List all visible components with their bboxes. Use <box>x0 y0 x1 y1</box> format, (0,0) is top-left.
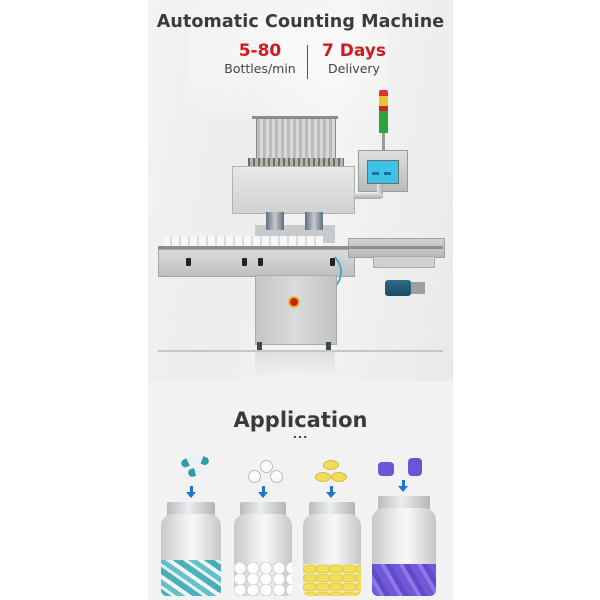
gummy-bear-icon <box>378 462 394 476</box>
hopper-lid <box>256 118 336 163</box>
knob-icon <box>186 258 191 266</box>
machine-foot <box>257 342 262 350</box>
jar-gummies <box>372 456 436 596</box>
application-title: Application <box>233 408 368 432</box>
conveyor-rail <box>158 246 443 249</box>
jar-softgels <box>303 456 361 596</box>
signal-light-green <box>379 111 388 133</box>
tablets-fill <box>234 562 292 596</box>
floor-line <box>158 350 443 352</box>
hopper-lid-rail <box>252 116 338 119</box>
touch-screen <box>367 160 399 184</box>
arrow-down-icon <box>326 492 336 498</box>
background-glow <box>188 0 388 120</box>
jar-lid <box>378 496 430 510</box>
gummies-fill <box>372 564 436 596</box>
motor <box>385 280 411 296</box>
vibration-tray <box>248 158 344 167</box>
signal-light-red <box>379 90 388 96</box>
jar-capsules <box>161 453 221 596</box>
filling-nozzle <box>305 212 323 230</box>
support-pipe <box>353 193 383 199</box>
machine-base <box>255 275 337 345</box>
jar-lid <box>240 502 286 516</box>
arrow-down-icon <box>258 492 268 498</box>
hopper <box>232 166 355 214</box>
tablet-icon <box>248 470 261 483</box>
hero-section: Automatic Counting Machine 5-80 Bottles/… <box>148 0 453 381</box>
softgel-icon <box>331 472 347 482</box>
stat-delivery-label: Delivery <box>328 61 380 76</box>
arrow-down-icon <box>262 486 265 492</box>
stat-speed-value: 5-80 <box>238 41 282 61</box>
jar-body <box>372 508 436 596</box>
jar-tablets <box>234 456 292 596</box>
floor-reflection <box>255 352 335 380</box>
capsule-icon <box>194 453 210 467</box>
screen-button-icon <box>372 172 379 175</box>
tablet-icon <box>270 470 283 483</box>
capsule-icon <box>187 466 203 478</box>
softgels-fill <box>303 564 361 596</box>
tablet-icon <box>260 460 273 473</box>
jar-body <box>234 514 292 596</box>
jar-lid <box>309 502 355 516</box>
bottle-feeder-guide <box>373 256 435 268</box>
gearbox <box>411 282 425 294</box>
emergency-stop-icon <box>290 298 298 306</box>
machine-foot <box>326 342 331 350</box>
product-panel: Automatic Counting Machine 5-80 Bottles/… <box>148 0 453 600</box>
title-dots: ... <box>292 428 309 441</box>
stat-delivery: 7 Days Delivery <box>314 41 394 77</box>
arrow-down-icon <box>186 492 196 498</box>
stat-delivery-value: 7 Days <box>321 41 386 61</box>
application-section: Application ... <box>148 381 453 600</box>
softgel-icon <box>323 460 339 470</box>
filling-nozzle <box>266 212 284 230</box>
signal-light-red-band <box>379 106 388 111</box>
support-pipe <box>377 184 383 198</box>
screen-button-icon <box>384 172 391 175</box>
jar-lid <box>167 502 215 516</box>
arrow-down-icon <box>402 480 405 486</box>
jar-body <box>303 514 361 596</box>
stat-divider <box>307 45 308 79</box>
knob-icon <box>258 258 263 266</box>
page-title: Automatic Counting Machine <box>156 12 445 32</box>
arrow-down-icon <box>398 486 408 492</box>
jar-body <box>161 514 221 596</box>
bottles-row <box>163 236 323 248</box>
signal-light-yellow <box>379 96 388 106</box>
softgel-icon <box>315 472 331 482</box>
arrow-down-icon <box>330 486 333 492</box>
stat-speed: 5-80 Bottles/min <box>210 41 310 77</box>
gummy-bear-icon <box>408 458 422 476</box>
stat-speed-label: Bottles/min <box>224 61 296 76</box>
knob-icon <box>242 258 247 266</box>
arrow-down-icon <box>190 486 193 492</box>
capsule-icon <box>179 455 197 469</box>
capsules-fill <box>161 560 221 596</box>
signal-tower-pole <box>382 133 385 151</box>
